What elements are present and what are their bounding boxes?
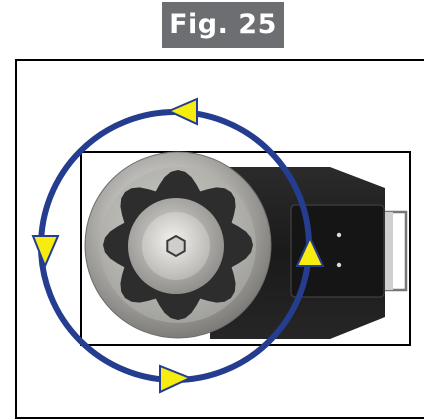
arrow-left-icon: [31, 235, 60, 269]
detail-frame: [80, 151, 411, 346]
rotation-arrows-icon: [31, 97, 325, 394]
connector-pin: [336, 262, 342, 268]
figure-label: Fig. 25: [162, 2, 284, 48]
hex-drive-icon: [166, 234, 186, 258]
arrow-right-icon: [295, 235, 325, 267]
connector-pin: [336, 232, 342, 238]
socket-icon: [84, 151, 272, 339]
arrow-bottom-icon: [159, 364, 193, 394]
arrow-top-icon: [166, 97, 198, 126]
